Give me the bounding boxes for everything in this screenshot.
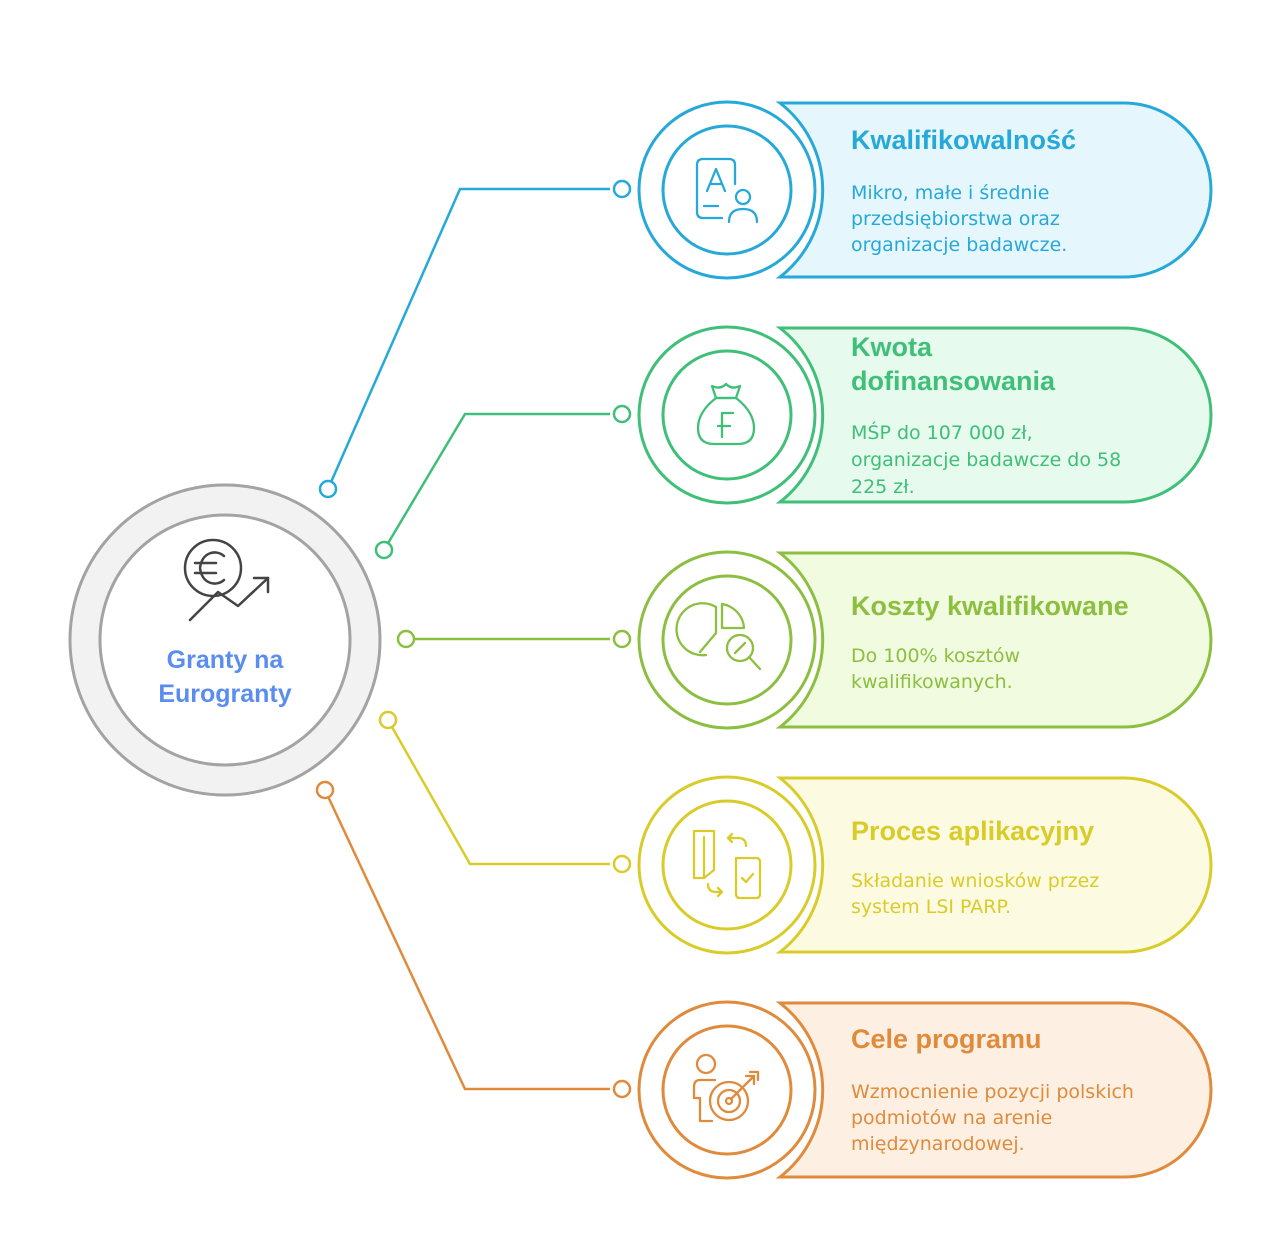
funding-amount-body-line3: 225 zł. <box>851 476 915 498</box>
funding-amount-body-line1: MŚP do 107 000 zł, <box>851 420 1033 444</box>
target-person-icon <box>692 1053 760 1123</box>
connector-funding-amount <box>374 404 632 560</box>
program-goals-body-line1: Wzmocnienie pozycji polskich <box>851 1081 1134 1103</box>
chart-analysis-icon <box>675 602 762 671</box>
application-process-body-line1: Składanie wniosków przez <box>851 870 1099 892</box>
eligible-costs-body-line2: kwalifikowanych. <box>851 671 1013 693</box>
connector-program-goals <box>315 780 632 1099</box>
eligibility-body-line2: przedsiębiorstwa oraz <box>851 208 1060 230</box>
eligibility-body-line1: Mikro, małe i średnie <box>851 182 1049 204</box>
applicant-profile-icon <box>695 157 759 224</box>
connector-eligibility <box>318 179 632 499</box>
eligible-costs-body-line1: Do 100% kosztów <box>851 645 1020 667</box>
connector-eligible-costs <box>396 629 632 649</box>
application-process-title: Proces aplikacyjny <box>851 816 1094 846</box>
euro-growth-icon <box>183 538 270 622</box>
card-application-process: Proces aplikacyjny Składanie wniosków pr… <box>637 775 1213 955</box>
program-goals-title: Cele programu <box>851 1024 1042 1054</box>
program-goals-body-line2: podmiotów na arenie <box>851 1107 1052 1129</box>
center-title-line1: Granty na <box>167 646 285 674</box>
connector-application-process <box>378 710 632 874</box>
money-bag-icon <box>696 382 756 446</box>
card-eligibility: Kwalifikowalność Mikro, małe i średnie p… <box>637 100 1213 280</box>
connectors <box>315 179 632 1099</box>
eligibility-title: Kwalifikowalność <box>851 125 1076 155</box>
card-program-goals: Cele programu Wzmocnienie pozycji polski… <box>637 1000 1213 1180</box>
center-title-line2: Eurogranty <box>158 680 291 708</box>
card-eligible-costs: Koszty kwalifikowane Do 100% kosztów kwa… <box>637 550 1213 730</box>
eligible-costs-title: Koszty kwalifikowane <box>851 591 1129 621</box>
funding-amount-title-line1: Kwota <box>851 332 933 362</box>
card-funding-amount: Kwota dofinansowania MŚP do 107 000 zł, … <box>637 325 1213 505</box>
eligibility-body-line3: organizacje badawcze. <box>851 234 1067 256</box>
document-exchange-icon <box>692 829 762 900</box>
application-process-body-line2: system LSI PARP. <box>851 896 1011 918</box>
funding-amount-title-line2: dofinansowania <box>851 366 1056 396</box>
center-hub: Granty na Eurogranty <box>68 483 382 797</box>
funding-amount-body-line2: organizacje badawcze do 58 <box>851 449 1121 471</box>
program-goals-body-line3: międzynarodowej. <box>851 1133 1025 1155</box>
